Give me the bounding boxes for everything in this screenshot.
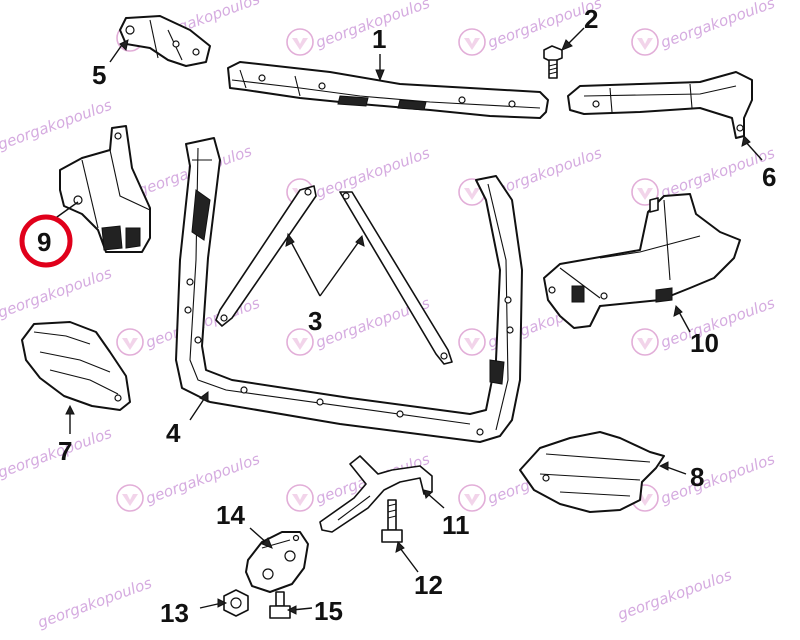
callout-14: 14 xyxy=(216,500,245,530)
watermark-text: georgakopoulos xyxy=(313,144,432,202)
watermark-logo xyxy=(286,328,314,356)
callout-2: 2 xyxy=(584,4,598,34)
watermark-logo xyxy=(631,178,659,206)
watermark-text: georgakopoulos xyxy=(658,450,777,508)
watermark-logo xyxy=(458,484,486,512)
part-13-nut xyxy=(223,589,249,617)
callout-12: 12 xyxy=(414,570,443,600)
part-8-right-shield xyxy=(519,431,665,513)
watermark-logo xyxy=(116,328,144,356)
watermark-text: georgakopoulos xyxy=(658,144,777,202)
watermark-logo xyxy=(286,484,314,512)
part-3-strut-right xyxy=(339,191,453,365)
callout-6: 6 xyxy=(762,162,776,192)
part-2-bolt xyxy=(543,45,563,79)
part-9-left-bracket xyxy=(59,125,151,253)
watermark-logo xyxy=(458,28,486,56)
watermark-logo xyxy=(631,28,659,56)
callout-4: 4 xyxy=(166,418,181,448)
part-1-upper-tie-bar xyxy=(227,61,549,119)
watermark-logo xyxy=(458,328,486,356)
watermark-logo xyxy=(631,328,659,356)
callout-1: 1 xyxy=(372,24,386,54)
part-7-left-shield xyxy=(21,321,131,411)
watermark-text: georgakopoulos xyxy=(615,566,734,624)
callout-8: 8 xyxy=(690,462,704,492)
part-6-bracket xyxy=(567,71,753,139)
leader-lines xyxy=(49,27,763,615)
part-3-strut-left xyxy=(215,185,317,327)
watermark-text: georgakopoulos xyxy=(658,0,777,52)
watermark-text: georgakopoulos xyxy=(35,574,154,632)
callout-11: 11 xyxy=(442,510,470,540)
part-4-radiator-support xyxy=(175,137,523,443)
part-14-mount xyxy=(245,531,309,593)
callout-7: 7 xyxy=(58,436,72,466)
watermark-logo xyxy=(286,28,314,56)
callout-5: 5 xyxy=(92,60,106,90)
highlight-ring xyxy=(19,214,73,268)
callout-3: 3 xyxy=(308,306,322,336)
callout-labels: 1 2 3 4 5 6 7 8 9 10 11 12 13 14 15 xyxy=(37,4,776,628)
watermark-text: georgakopoulos xyxy=(0,96,114,154)
part-15-bolt xyxy=(269,591,291,619)
part-10-right-bracket xyxy=(543,193,741,329)
part-11-duct xyxy=(319,455,433,533)
callout-9: 9 xyxy=(37,227,51,257)
callout-13: 13 xyxy=(160,598,189,628)
callout-15: 15 xyxy=(314,596,343,626)
part-5-bracket xyxy=(119,15,211,67)
watermark-logo xyxy=(116,484,144,512)
watermark-text: georgakopoulos xyxy=(0,264,114,322)
callout-10: 10 xyxy=(690,328,719,358)
part-12-bolt xyxy=(381,499,403,543)
